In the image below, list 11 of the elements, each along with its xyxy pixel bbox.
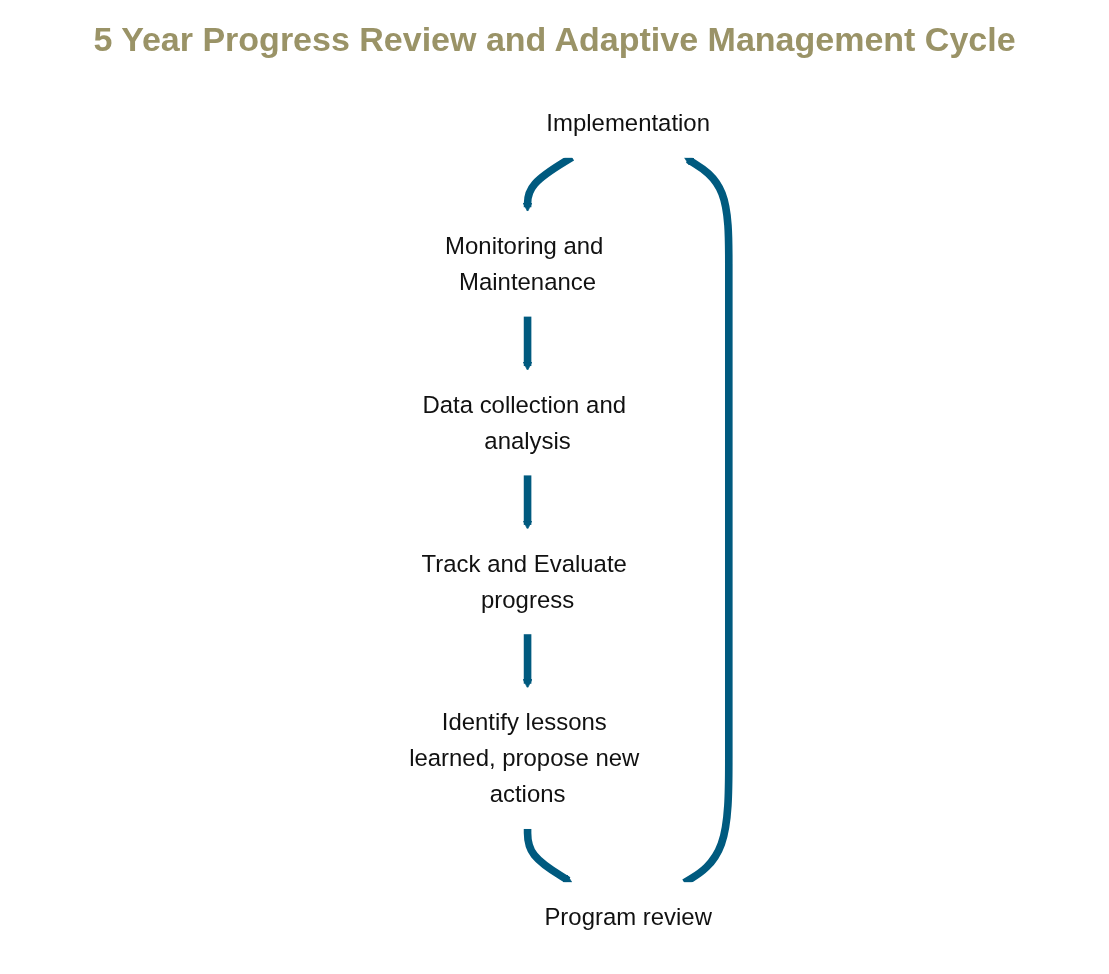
node-text: Monitoring and Maintenance — [445, 232, 604, 296]
arrow — [523, 828, 573, 884]
arrow — [522, 474, 533, 530]
node-text: Track and Evaluate progress — [421, 549, 627, 613]
node-text: Program review — [544, 903, 712, 931]
diagram-title: 5 Year Progress Review and Adaptive Management Cycle — [92, 20, 1017, 59]
arrow — [522, 316, 533, 371]
node-text: Data collection and analysis — [422, 391, 627, 455]
arrow — [522, 633, 533, 689]
node-text: Identify lessons learned, propose new actions — [409, 708, 640, 808]
node-text: Implementation — [546, 109, 710, 137]
